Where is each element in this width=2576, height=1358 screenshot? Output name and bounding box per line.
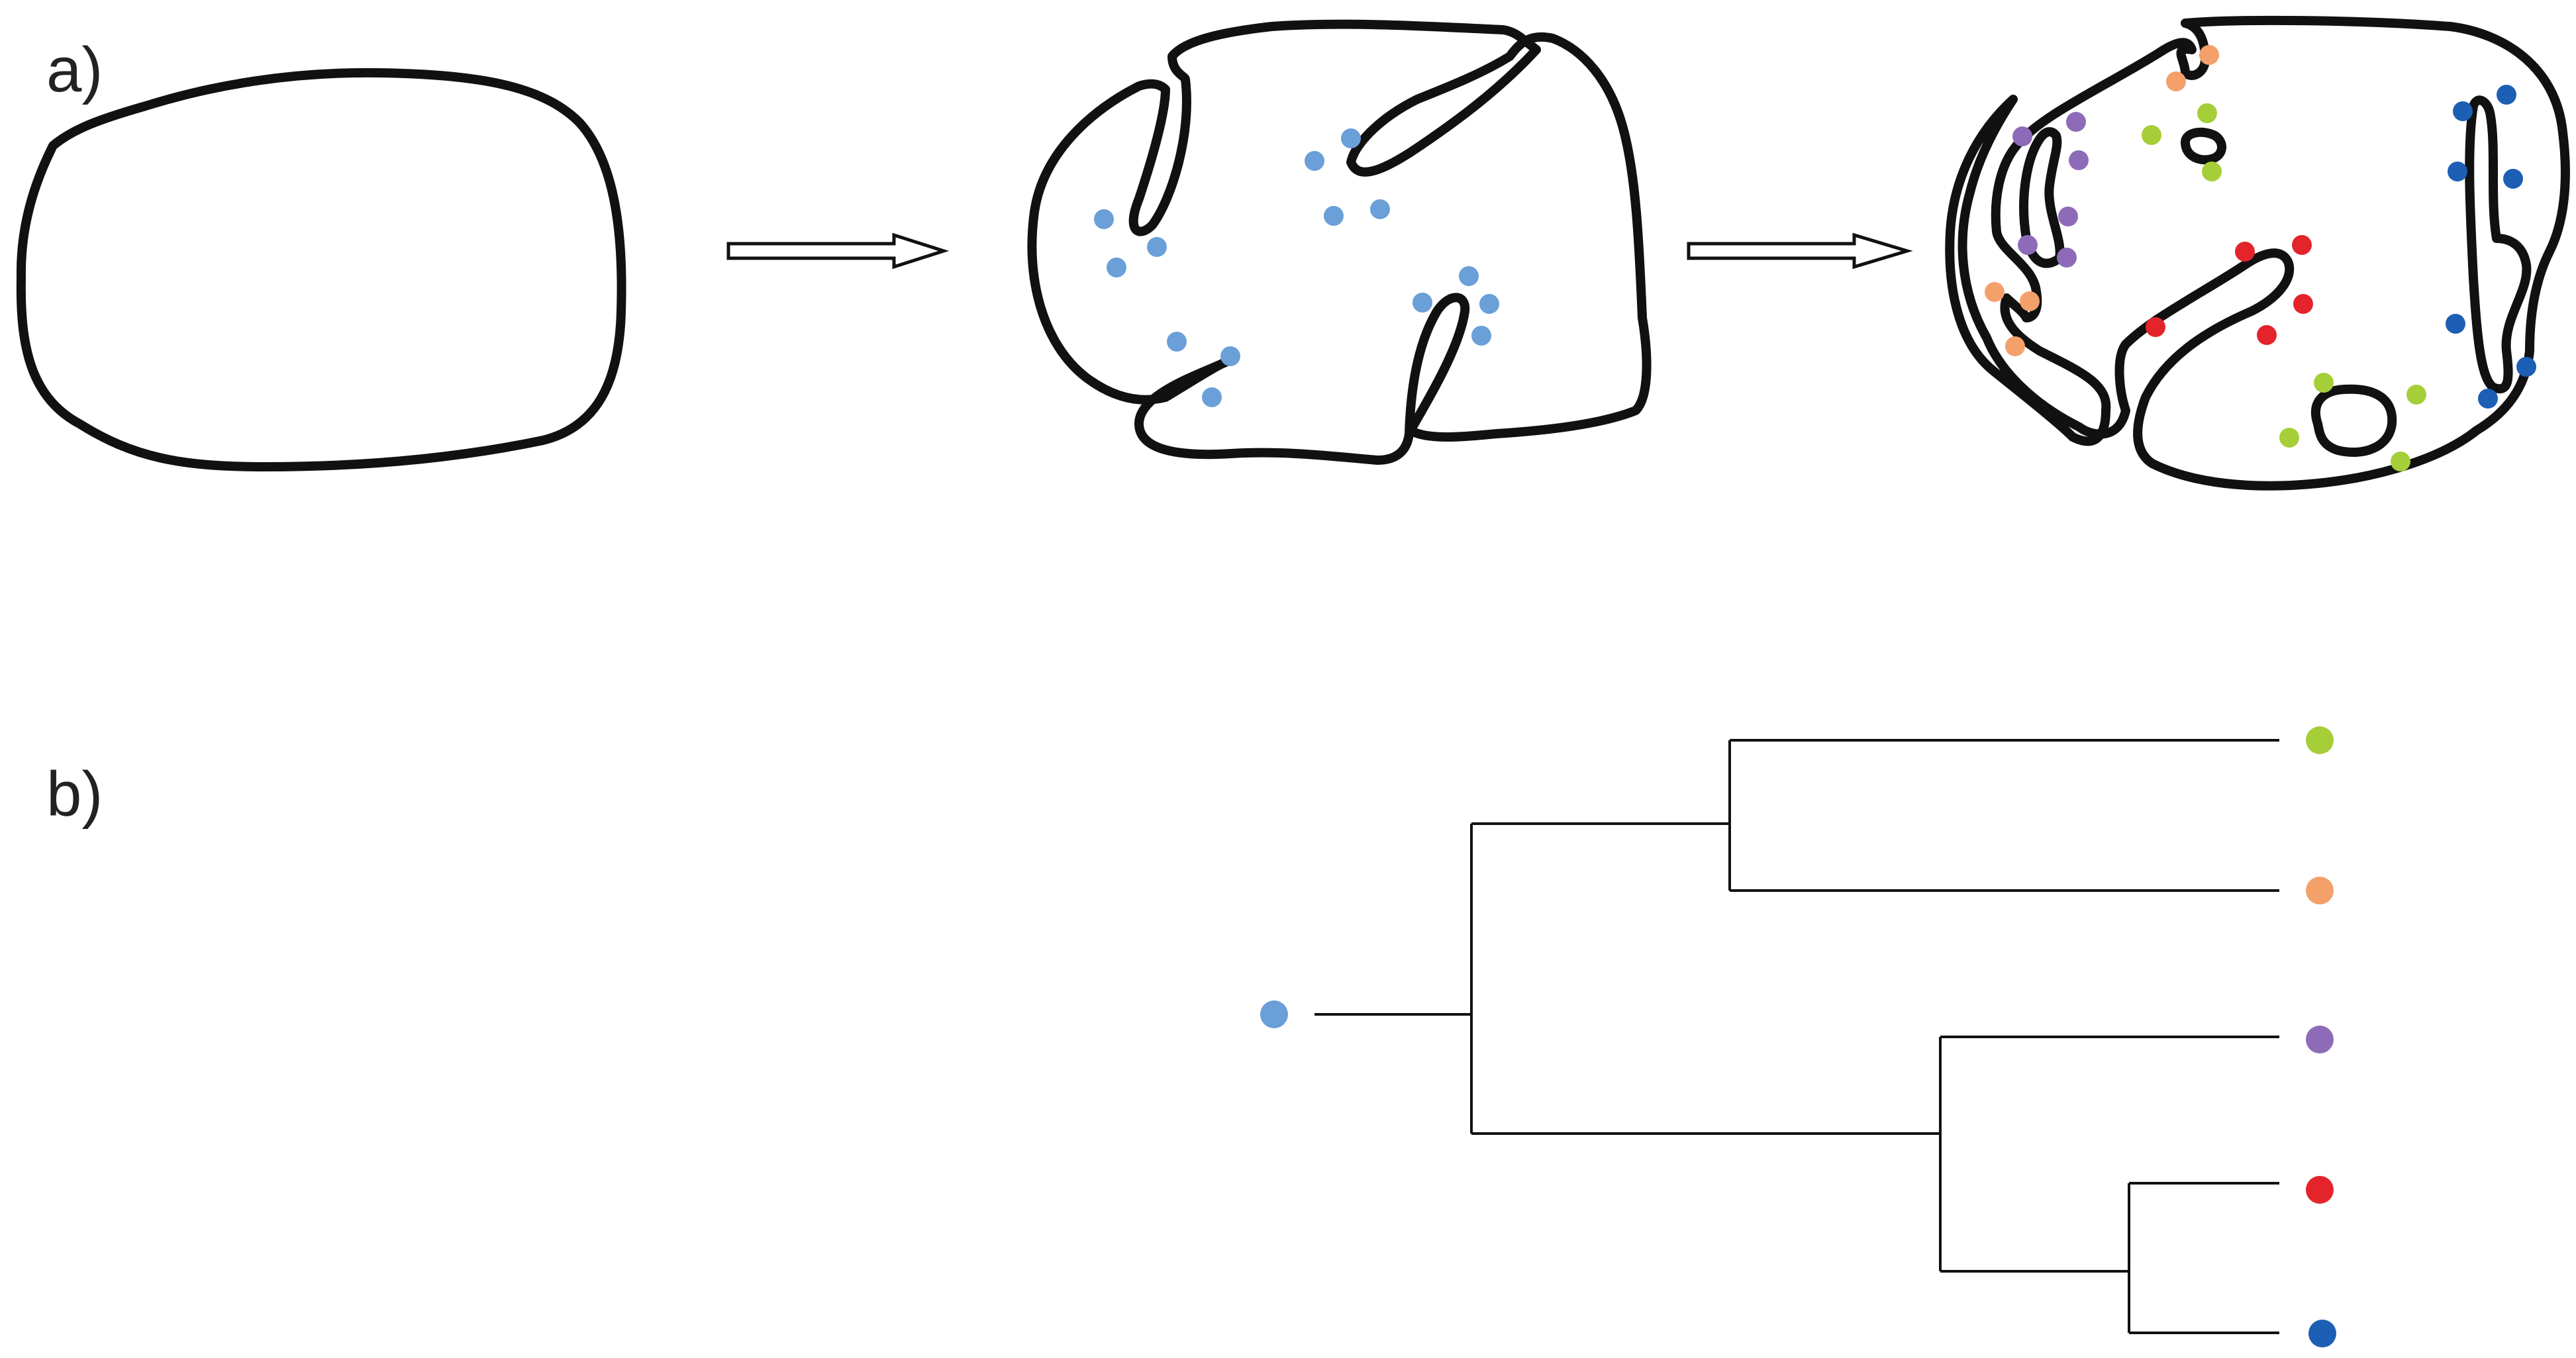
dot-purple [2058, 207, 2078, 226]
dot-lightblue [1220, 346, 1240, 366]
dot-orange [2199, 45, 2219, 65]
dot-red [2293, 294, 2313, 314]
dot-lightblue [1459, 266, 1479, 286]
stage-2-outline [1027, 19, 1652, 465]
dot-lime [2406, 385, 2426, 405]
dot-lightblue [1305, 151, 1324, 171]
dot-lightblue [1167, 332, 1187, 352]
dot-lightblue [1324, 206, 1344, 226]
dot-lightblue [1370, 199, 1390, 219]
dot-lime [2202, 162, 2222, 181]
panel-b-tree [1260, 726, 2336, 1347]
dot-lime [2197, 103, 2217, 123]
dot-darkblue [2503, 169, 2523, 189]
tree-leaf-red [2306, 1176, 2334, 1204]
dot-red [2146, 317, 2165, 337]
arrow-2 [1687, 232, 1913, 269]
dot-lime [2314, 373, 2334, 393]
dot-lightblue [1094, 209, 1114, 229]
dot-purple [2018, 235, 2038, 255]
stage-3-dots [1985, 45, 2536, 471]
dot-lightblue [1471, 326, 1491, 346]
dot-darkblue [2448, 162, 2467, 181]
panel-label-b: b) [46, 759, 103, 830]
dot-purple [2069, 150, 2089, 170]
tree-root-dot [1260, 1000, 1288, 1028]
tree-leaf-lime [2306, 726, 2334, 754]
dot-darkblue [2478, 389, 2498, 409]
dot-darkblue [2446, 314, 2465, 334]
dot-lightblue [1107, 258, 1126, 277]
stage-3-inner-loop-purple [2019, 127, 2065, 268]
panel-label-a: a) [46, 34, 103, 105]
dot-darkblue [2453, 101, 2473, 121]
stage-2 [1027, 19, 1652, 465]
dot-darkblue [2497, 85, 2516, 105]
dot-lime [2142, 125, 2161, 145]
arrow-1 [726, 232, 950, 269]
dot-red [2235, 242, 2255, 262]
dot-lightblue [1202, 387, 1222, 407]
stage-3-inner-loop-right [2465, 95, 2532, 393]
stage-3-inner-loop-bottom [2310, 384, 2397, 458]
stage-3-outline [1945, 15, 2570, 491]
dot-purple [2012, 126, 2032, 146]
tree-leaf-orange [2306, 877, 2334, 904]
stage-3-inner-loop-small [2181, 127, 2226, 165]
stage-1-outline [16, 68, 626, 471]
dot-orange [2020, 291, 2040, 311]
panel-a [16, 15, 2570, 491]
dot-purple [2057, 248, 2077, 267]
dot-purple [2066, 112, 2086, 132]
dot-red [2292, 235, 2312, 255]
dot-darkblue [2516, 357, 2536, 377]
dot-lightblue [1479, 294, 1499, 314]
dot-lightblue [1412, 293, 1432, 313]
dot-lightblue [1147, 237, 1167, 257]
dot-red [2257, 325, 2277, 345]
dot-lightblue [1341, 128, 1361, 148]
tree-leaf-darkblue [2308, 1320, 2336, 1347]
dot-orange [2005, 336, 2025, 356]
tree-leaf-purple [2306, 1026, 2334, 1053]
dot-orange [1985, 282, 2005, 302]
stage-2-dots [1094, 128, 1499, 407]
dot-orange [2166, 72, 2186, 91]
dot-lime [2391, 452, 2410, 471]
stage-3 [1945, 15, 2570, 491]
dot-lime [2279, 428, 2299, 448]
